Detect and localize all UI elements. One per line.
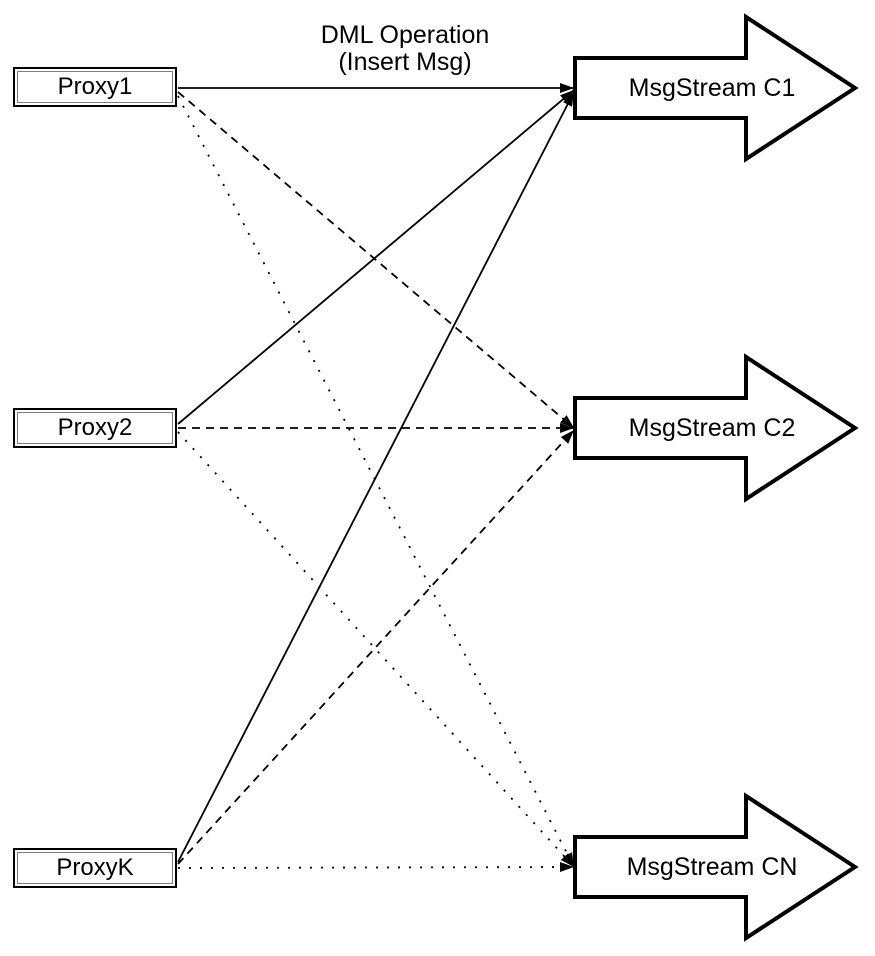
edge-proxy2-to-cn: [177, 431, 575, 868]
edge-proxyk-to-cn: [177, 862, 575, 873]
msgstream-c1-arrow-shape: [573, 13, 859, 163]
edge-label-line1: DML Operation: [320, 21, 490, 49]
edge-proxy2-to-c1: [177, 89, 575, 425]
node-proxyk: ProxyK: [13, 848, 177, 888]
msgstream-cn-label: MsgStream CN: [626, 853, 798, 881]
edge-proxy1-to-cn: [177, 95, 575, 868]
edge-proxy1-to-c2: [177, 91, 575, 429]
edge-proxyk-to-c1: [177, 91, 575, 863]
node-proxy1-label: Proxy1: [17, 71, 173, 103]
msgstream-c2-label: MsgStream C2: [628, 414, 796, 442]
stream-shapes: [573, 13, 859, 942]
node-proxyk-label: ProxyK: [17, 852, 173, 884]
edge-label-dml-operation: DML Operation (Insert Msg): [285, 22, 525, 76]
node-proxy1: Proxy1: [13, 67, 177, 107]
msgstream-cn-arrow-shape: [573, 792, 859, 942]
node-proxy2: Proxy2: [13, 408, 177, 448]
edges-layer: [177, 83, 575, 873]
node-proxy2-label: Proxy2: [17, 412, 173, 444]
msgstream-c2-arrow-shape: [573, 353, 859, 503]
msgstream-c1-label: MsgStream C1: [628, 74, 796, 102]
edge-proxyk-to-c2: [177, 429, 575, 865]
edge-label-line2: (Insert Msg): [338, 48, 472, 76]
